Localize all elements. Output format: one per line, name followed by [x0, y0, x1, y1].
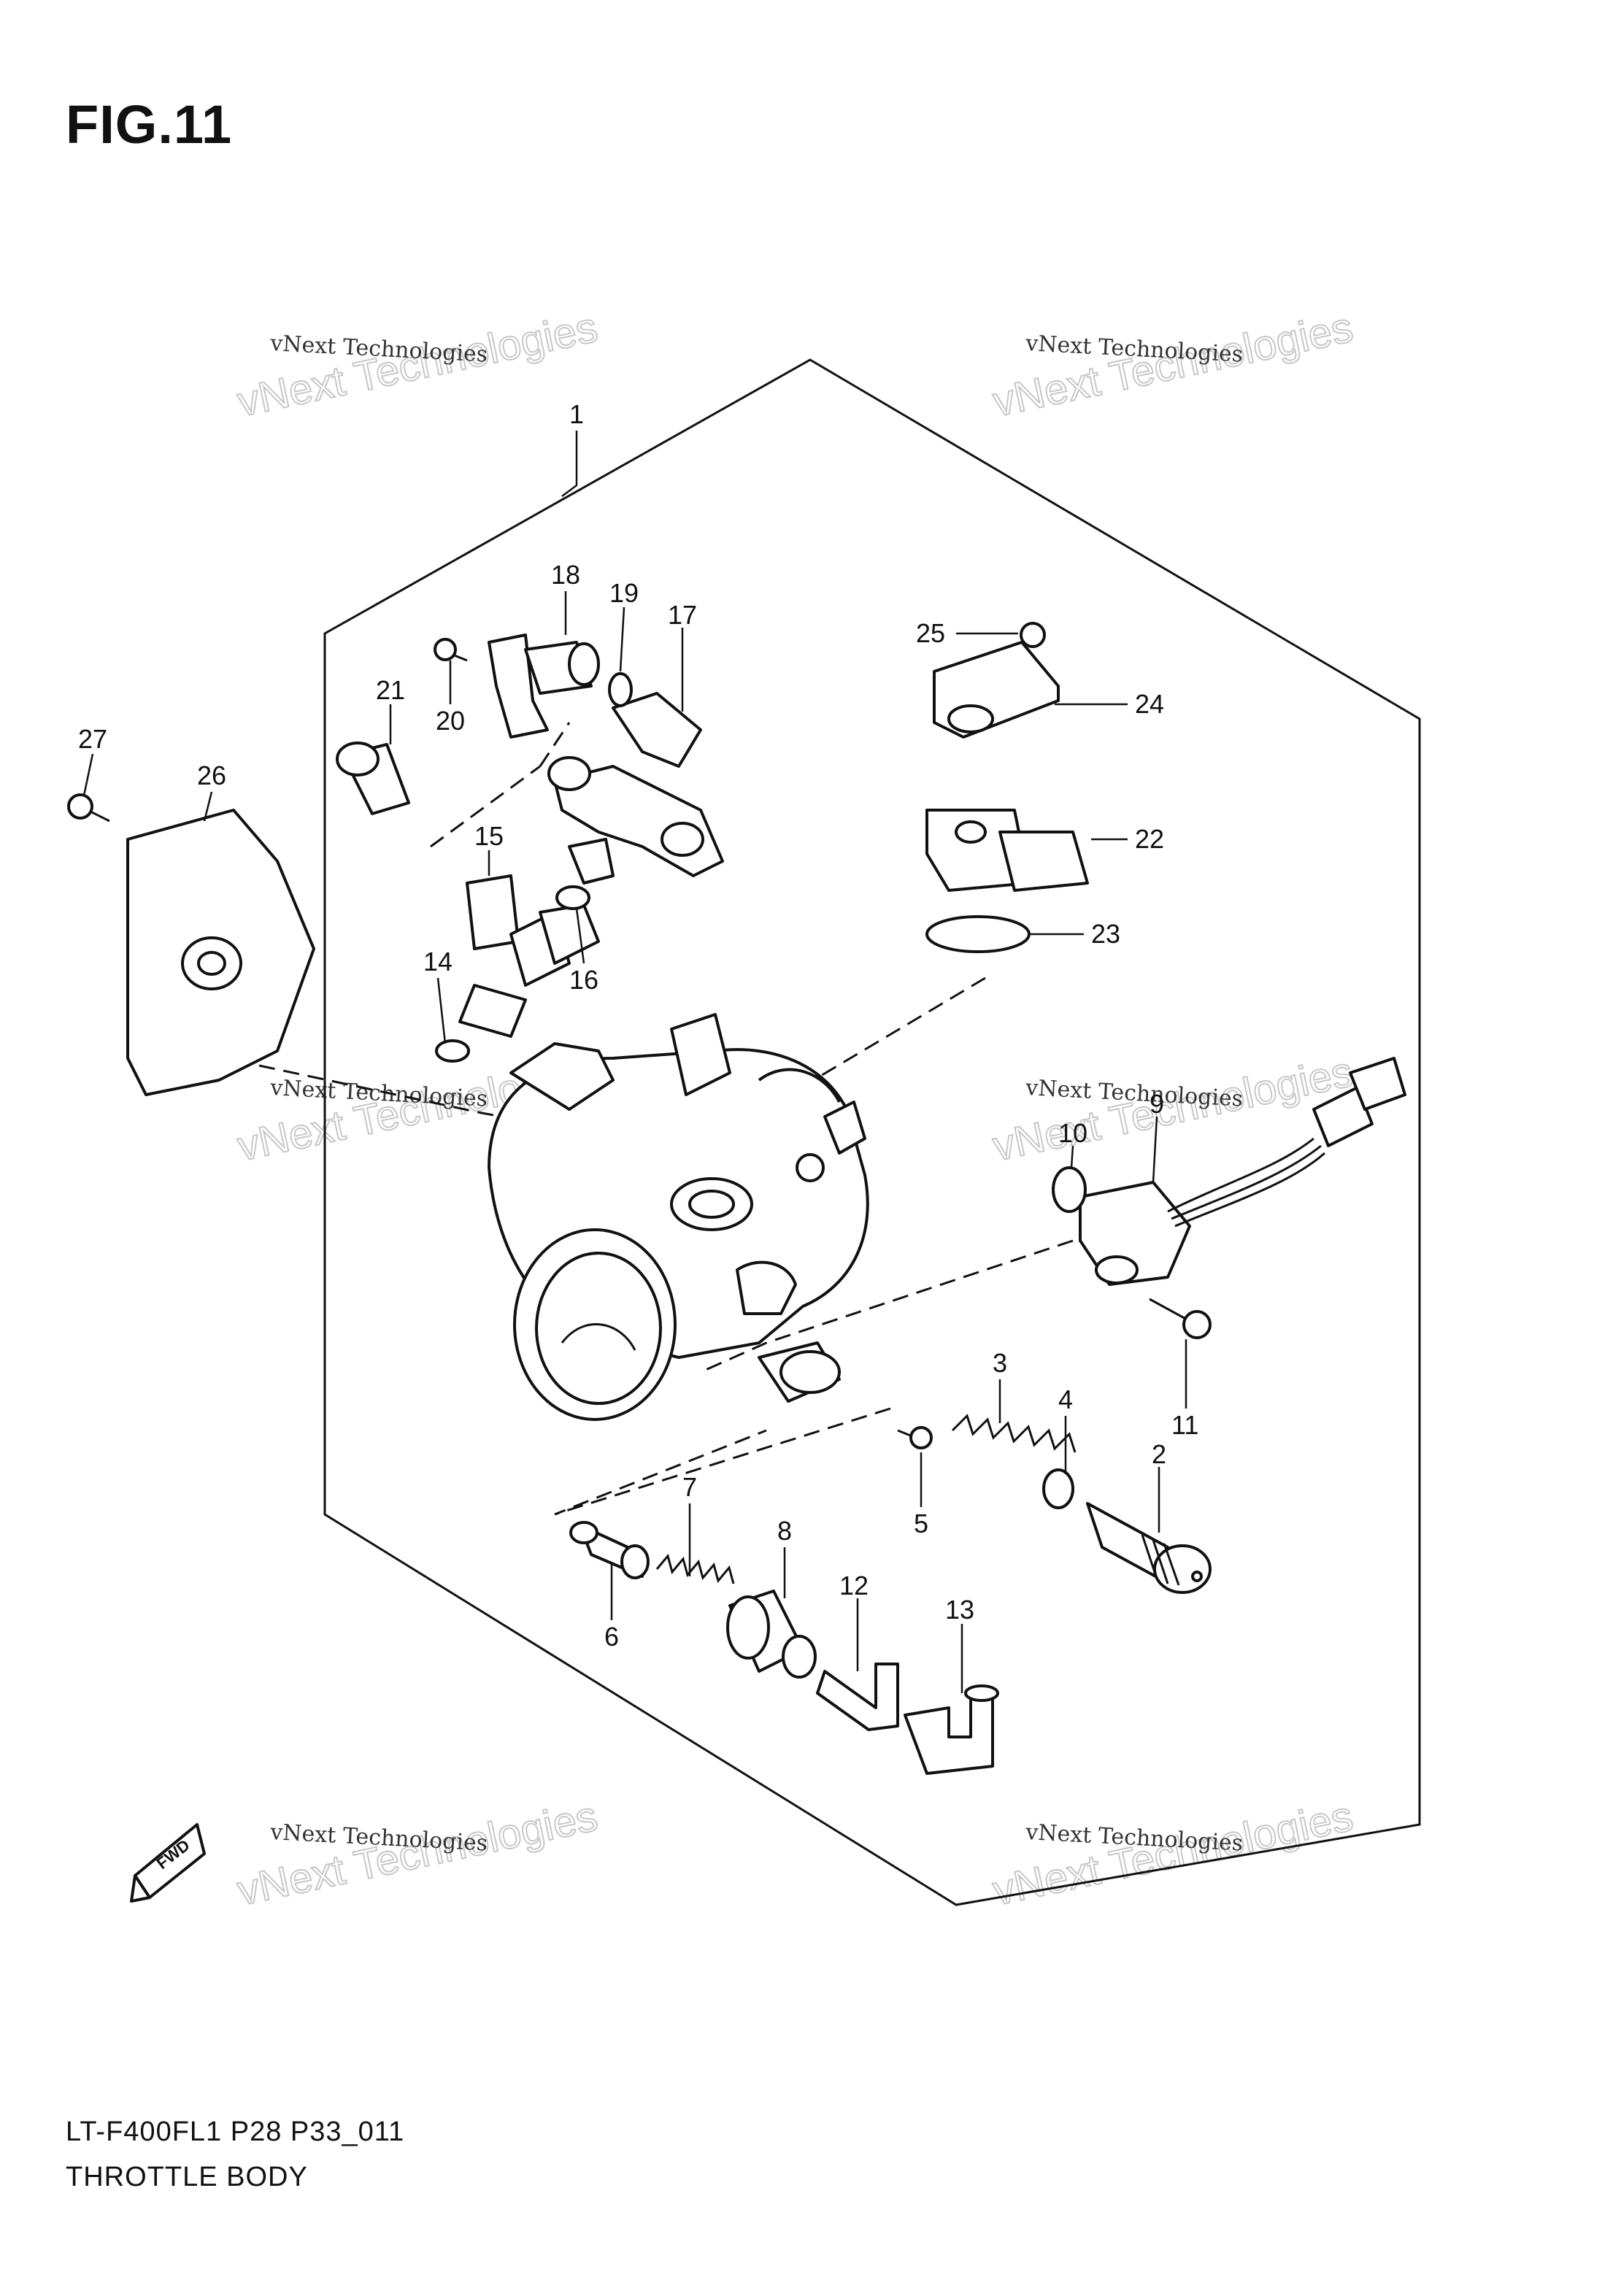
part-10-o-ring	[1052, 1166, 1087, 1213]
part-23-o-ring	[925, 915, 1031, 953]
part-14-cushion	[435, 1039, 470, 1063]
fwd-arrow-icon: FWD	[130, 1823, 206, 1903]
callout-19: 19	[609, 578, 639, 608]
part-24-bracket	[933, 641, 1060, 739]
part-8-valve	[726, 1590, 817, 1679]
callout-18: 18	[551, 560, 580, 590]
callout-22: 22	[1135, 824, 1164, 854]
part-3-spring	[951, 1414, 1077, 1453]
callout-2: 2	[1152, 1439, 1166, 1469]
callout-3: 3	[993, 1348, 1007, 1378]
part-5-screw	[897, 1426, 933, 1449]
watermark-big-text: vNext Technologies	[989, 1048, 1357, 1171]
callout-15: 15	[474, 821, 504, 851]
part-12-hose	[816, 1663, 899, 1731]
callout-9: 9	[1150, 1089, 1164, 1119]
callout-numbers: 1 2 3 4 5 6 7 8 9 10 11 12 13 14 15 16 1…	[78, 399, 1198, 1652]
callout-26: 26	[197, 760, 226, 790]
part-4-o-ring	[1042, 1468, 1074, 1509]
part-9-throttle-position-sensor	[1079, 1057, 1406, 1286]
callout-17: 17	[668, 600, 697, 630]
watermark-big-text: vNext Technologies	[234, 304, 601, 426]
part-2-adjusting-screw	[1086, 1502, 1212, 1594]
callout-21: 21	[376, 675, 405, 705]
part-26-cover	[126, 809, 315, 1096]
part-25-screw	[1020, 622, 1046, 648]
callout-25: 25	[916, 618, 945, 648]
assembly-frame	[323, 358, 1421, 1906]
figure-title: FIG.11	[66, 94, 233, 155]
part-17-fuel-delivery-pipe	[547, 692, 724, 885]
callout-7: 7	[682, 1472, 697, 1502]
callout-16: 16	[569, 965, 598, 995]
model-code: LT-F400FL1 P28 P33_011	[66, 2116, 405, 2147]
part-20-screw	[434, 638, 468, 662]
diagram-name: THROTTLE BODY	[66, 2162, 308, 2192]
part-15-fuel-injector	[458, 874, 600, 1038]
callout-24: 24	[1135, 689, 1164, 719]
callout-27: 27	[78, 724, 107, 754]
callout-14: 14	[423, 947, 453, 976]
callout-12: 12	[839, 1571, 869, 1600]
callout-11: 11	[1171, 1410, 1198, 1440]
callout-20: 20	[436, 706, 465, 736]
part-13-elbow-hose	[904, 1684, 999, 1775]
callout-1: 1	[569, 399, 584, 429]
part-19-o-ring	[608, 672, 633, 707]
part-6-plunger	[569, 1521, 650, 1579]
watermark-big-text: vNext Technologies	[989, 1792, 1357, 1915]
part-21-screw	[336, 741, 410, 815]
callout-23: 23	[1091, 919, 1120, 949]
callout-8: 8	[777, 1516, 792, 1546]
part-22-sensor	[925, 809, 1089, 892]
callout-6: 6	[604, 1622, 619, 1652]
watermark-big-text: vNext Technologies	[234, 1792, 601, 1915]
throttle-body-illustration	[488, 1013, 869, 1421]
callout-4: 4	[1058, 1384, 1073, 1414]
watermark-big-text: vNext Technologies	[989, 304, 1357, 426]
part-18-fuel-pipe-joint	[488, 633, 600, 739]
callout-13: 13	[945, 1595, 974, 1625]
callout-5: 5	[914, 1509, 928, 1538]
callout-10: 10	[1058, 1118, 1087, 1148]
part-7-spring	[655, 1553, 735, 1584]
leader-lines	[82, 431, 1187, 1693]
part-16-o-ring	[555, 885, 590, 910]
part-11-screw	[1149, 1298, 1212, 1339]
part-27-screw	[67, 793, 110, 823]
